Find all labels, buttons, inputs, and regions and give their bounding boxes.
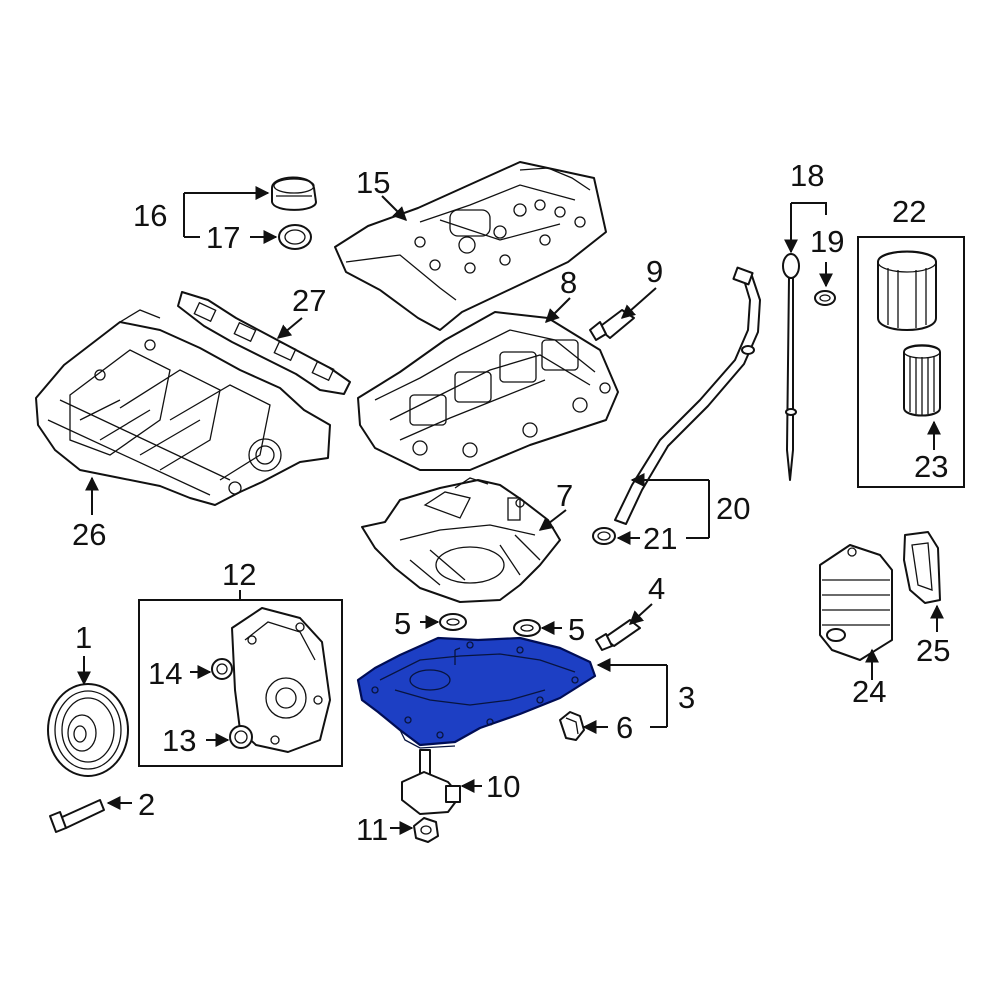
callout-3: 3 xyxy=(678,680,695,715)
callout-8: 8 xyxy=(560,265,577,300)
oil-pan-highlighted[interactable] xyxy=(356,636,597,749)
dipstick-o-ring[interactable] xyxy=(814,290,836,306)
callout-25: 25 xyxy=(916,633,950,668)
callout-17: 17 xyxy=(206,220,240,255)
oil-cooler-gasket[interactable] xyxy=(903,531,941,604)
pulley-bolt[interactable] xyxy=(49,799,105,833)
callout-26: 26 xyxy=(72,517,106,552)
dipstick[interactable] xyxy=(782,253,800,481)
callout-16: 16 xyxy=(133,198,167,233)
oil-filter-group-box xyxy=(857,236,965,488)
drain-plug[interactable] xyxy=(559,711,585,741)
callout-12: 12 xyxy=(222,557,256,592)
upper-oil-pan[interactable] xyxy=(357,311,619,471)
sensor-nut[interactable] xyxy=(413,817,439,843)
oil-cooler[interactable] xyxy=(819,544,893,661)
oil-baffle[interactable] xyxy=(361,477,561,603)
callout-labels: 1 2 3 4 5 5 6 7 8 9 10 11 12 13 14 15 16… xyxy=(72,158,950,847)
washer-right[interactable] xyxy=(513,619,541,637)
washer-left[interactable] xyxy=(439,613,467,631)
callout-1: 1 xyxy=(75,620,92,655)
crankshaft-seal[interactable] xyxy=(229,725,253,749)
callout-7: 7 xyxy=(556,478,573,513)
intake-manifold[interactable] xyxy=(35,309,331,506)
callout-14: 14 xyxy=(148,656,182,691)
callout-13: 13 xyxy=(162,723,196,758)
callout-10: 10 xyxy=(486,769,520,804)
callout-5-right: 5 xyxy=(568,612,585,647)
callout-5-left: 5 xyxy=(394,606,411,641)
callout-2: 2 xyxy=(138,787,155,822)
callout-21: 21 xyxy=(643,521,677,556)
callout-15: 15 xyxy=(356,165,390,200)
filler-cap-seal[interactable] xyxy=(278,224,312,250)
callout-20: 20 xyxy=(716,491,750,526)
callout-27: 27 xyxy=(292,283,326,318)
callout-22: 22 xyxy=(892,194,926,229)
valve-cover[interactable] xyxy=(334,161,607,331)
callout-23: 23 xyxy=(914,449,948,484)
crankshaft-pulley[interactable] xyxy=(47,683,129,777)
oil-filter-element[interactable] xyxy=(903,344,941,417)
oil-pan-sensor[interactable] xyxy=(595,619,641,651)
callout-6: 6 xyxy=(616,710,633,745)
callout-24: 24 xyxy=(852,674,886,709)
oil-filler-cap[interactable] xyxy=(271,176,317,211)
intake-manifold-gasket[interactable] xyxy=(177,291,351,395)
callout-18: 18 xyxy=(790,158,824,193)
callout-4: 4 xyxy=(648,571,665,606)
dipstick-tube-o-ring[interactable] xyxy=(592,527,616,545)
timing-cover[interactable] xyxy=(231,607,331,753)
dipstick-tube[interactable] xyxy=(614,266,761,525)
callout-19: 19 xyxy=(810,224,844,259)
crankshaft-seal-front[interactable] xyxy=(211,658,233,680)
callout-11: 11 xyxy=(356,812,388,847)
oil-filter-housing[interactable] xyxy=(877,250,937,331)
leader-lines xyxy=(77,186,944,835)
oil-level-sensor[interactable] xyxy=(401,749,461,815)
callout-9: 9 xyxy=(646,254,663,289)
